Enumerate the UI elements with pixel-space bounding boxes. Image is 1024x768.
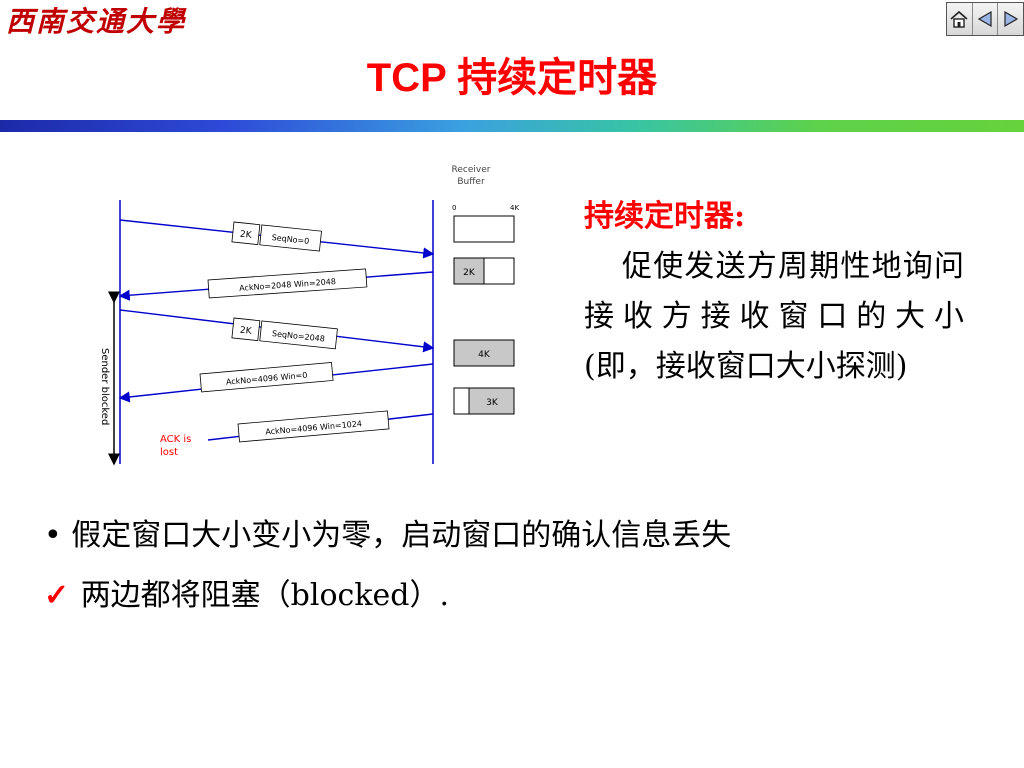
ack-lost-label-2: lost: [160, 447, 178, 458]
bullet-item: • 假定窗口大小变小为零，启动窗口的确认信息丢失: [44, 514, 731, 558]
home-icon: [950, 10, 968, 28]
next-slide-button[interactable]: [998, 3, 1024, 35]
buffer-threequarter-fill: [468, 387, 515, 415]
buffer-half-fill: [453, 257, 485, 285]
checkmark-icon: ✓: [44, 578, 70, 613]
receiver-buffer-label-1: Receiver: [452, 165, 491, 175]
buffer-scale-start: 0: [452, 204, 456, 212]
ack-box-3: AckNo=4096 Win=1024: [237, 410, 390, 443]
ack-lost-label-1: ACK is: [160, 434, 191, 445]
ack-box-2: AckNo=4096 Win=0: [199, 362, 334, 393]
segment-box-1: 2K SeqNo=0: [231, 221, 322, 252]
buffer-scale-end: 4K: [510, 204, 519, 212]
home-button[interactable]: [947, 3, 973, 35]
ack-box-1: AckNo=2048 Win=2048: [207, 268, 368, 299]
buffer-full: [453, 339, 515, 367]
sequence-diagram: Sender blocked Receiver Buffer 0 4K 2K 4…: [99, 165, 519, 466]
buffer-half-label: 2K: [463, 268, 476, 278]
triangle-left-icon: [977, 10, 992, 28]
description-body: 促使发送方周期性地询问接收方接收窗口的大小 (即，接收窗口大小探测): [584, 249, 964, 384]
svg-text:2K: 2K: [239, 326, 253, 337]
university-logo: 西南交通大學: [6, 5, 187, 38]
svg-text:2K: 2K: [239, 230, 253, 241]
svg-text:SeqNo=0: SeqNo=0: [271, 233, 309, 246]
buffer-threequarter-label: 3K: [486, 398, 499, 408]
buffer-empty: [453, 215, 515, 243]
slide-title: TCP 持续定时器: [366, 56, 658, 100]
buffer-full-label: 4K: [478, 350, 491, 360]
triangle-right-icon: [1004, 10, 1018, 28]
bullet-text: 假定窗口大小变小为零，启动窗口的确认信息丢失: [71, 518, 732, 553]
receiver-buffer-label-2: Buffer: [457, 177, 485, 187]
checklist-text: 两边都将阻塞（blocked）.: [80, 578, 450, 613]
title-divider: [0, 120, 1024, 132]
persist-timer-diagram: Sender blocked Receiver Buffer 0 4K 2K 4…: [96, 152, 536, 482]
segment-box-2: 2K SeqNo=2048: [231, 317, 338, 350]
persist-timer-description: 持续定时器: 促使发送方周期性地询问接收方接收窗口的大小 (即，接收窗口大小探测…: [584, 192, 964, 392]
checklist-item: ✓ 两边都将阻塞（blocked）.: [44, 574, 449, 618]
slide-navigation: [946, 2, 1024, 36]
bullet-dot: •: [44, 518, 62, 553]
previous-slide-button[interactable]: [972, 3, 999, 35]
description-heading: 持续定时器:: [584, 199, 746, 234]
sender-blocked-label: Sender blocked: [99, 348, 110, 425]
